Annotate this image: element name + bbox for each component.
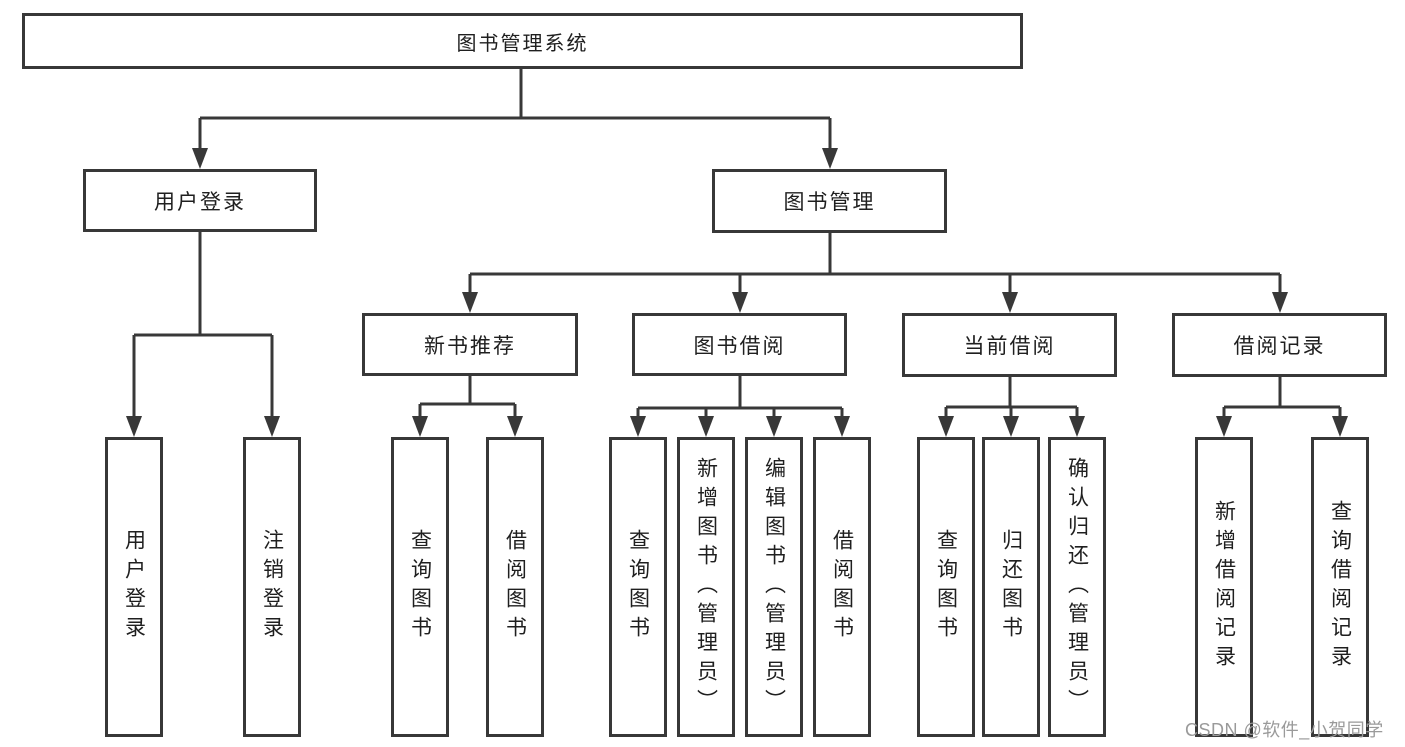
node-label: 借阅图书 bbox=[503, 529, 527, 645]
node-label: 查询借阅记录 bbox=[1328, 500, 1352, 674]
node-current-borrowing: 当前借阅 bbox=[902, 313, 1117, 377]
node-leaf-query-books-recommend: 查询图书 bbox=[391, 437, 449, 737]
node-label: 图书管理 bbox=[783, 191, 876, 214]
node-label: 图书借阅 bbox=[693, 334, 786, 358]
node-label: 新增图书（管理员） bbox=[694, 456, 718, 718]
node-leaf-edit-book-admin: 编辑图书（管理员） bbox=[745, 437, 803, 737]
node-library-management-system: 图书管理系统 bbox=[22, 13, 1023, 69]
node-leaf-query-books-borrow: 查询图书 bbox=[609, 437, 667, 737]
node-label: 用户登录 bbox=[154, 190, 246, 214]
node-leaf-logout: 注销登录 bbox=[243, 437, 301, 737]
node-leaf-return-books: 归还图书 bbox=[982, 437, 1040, 737]
node-label: 注销登录 bbox=[260, 529, 284, 645]
node-leaf-borrow-books: 借阅图书 bbox=[813, 437, 871, 737]
node-user-login: 用户登录 bbox=[83, 169, 317, 232]
node-label: 查询图书 bbox=[408, 529, 432, 645]
node-leaf-borrow-books-recommend: 借阅图书 bbox=[486, 437, 544, 737]
node-leaf-confirm-return-admin: 确认归还（管理员） bbox=[1048, 437, 1106, 737]
node-leaf-add-book-admin: 新增图书（管理员） bbox=[677, 437, 735, 737]
node-leaf-add-borrow-record: 新增借阅记录 bbox=[1195, 437, 1253, 737]
node-label: 新增借阅记录 bbox=[1212, 500, 1236, 674]
node-label: 图书管理系统 bbox=[456, 32, 589, 55]
node-label: 查询图书 bbox=[626, 529, 650, 645]
watermark: CSDN @软件_小贺同学 bbox=[1185, 720, 1384, 740]
node-label: 当前借阅 bbox=[963, 335, 1056, 358]
node-book-management: 图书管理 bbox=[712, 169, 947, 233]
node-label: 查询图书 bbox=[934, 529, 958, 645]
node-book-borrowing: 图书借阅 bbox=[632, 313, 847, 376]
node-borrowing-records: 借阅记录 bbox=[1172, 313, 1387, 377]
node-new-book-recommendation: 新书推荐 bbox=[362, 313, 578, 376]
node-label: 用户登录 bbox=[122, 529, 146, 645]
node-label: 借阅图书 bbox=[830, 529, 854, 645]
node-leaf-user-login: 用户登录 bbox=[105, 437, 163, 737]
node-leaf-query-borrow-record: 查询借阅记录 bbox=[1311, 437, 1369, 737]
node-label: 新书推荐 bbox=[424, 334, 516, 358]
node-label: 编辑图书（管理员） bbox=[762, 456, 786, 718]
arrowheads bbox=[126, 148, 1348, 437]
node-label: 确认归还（管理员） bbox=[1065, 456, 1089, 718]
node-label: 归还图书 bbox=[999, 529, 1023, 645]
node-label: 借阅记录 bbox=[1233, 335, 1326, 358]
node-leaf-query-books-current: 查询图书 bbox=[917, 437, 975, 737]
